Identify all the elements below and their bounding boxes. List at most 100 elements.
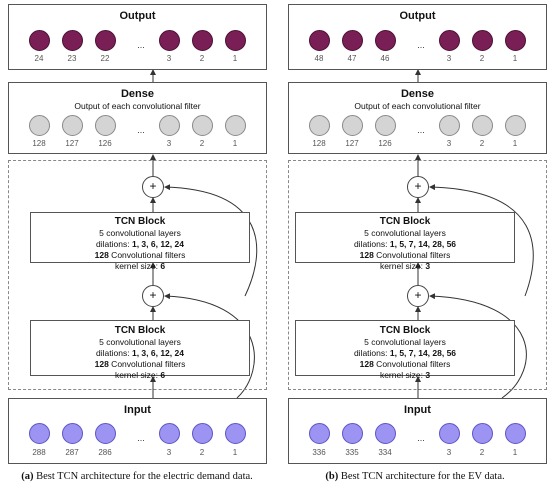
tcn-layers: 5 convolutional layers <box>364 228 446 238</box>
tcn-layers: 5 convolutional layers <box>99 228 181 238</box>
tcn-block: TCN Block 5 convolutional layers dilatio… <box>30 320 250 380</box>
tcn-filters-line: 128 Convolutional filters <box>359 250 451 260</box>
input-node <box>375 423 396 444</box>
caption-a: (a) Best TCN architecture for the electr… <box>21 471 253 482</box>
tcn-stack-outline <box>288 160 547 390</box>
add-node: + <box>142 285 164 307</box>
input-label: 1 <box>512 448 518 457</box>
dense-label: 128 <box>312 139 326 148</box>
tcn-layers: 5 convolutional layers <box>99 337 181 347</box>
tcn-dilations-line: dilations: 1, 3, 6, 12, 24 <box>96 239 184 249</box>
tcn-title: TCN Block <box>379 325 431 336</box>
input-label: 2 <box>199 448 205 457</box>
input-label: 286 <box>98 448 112 457</box>
input-node <box>472 423 493 444</box>
input-box: Input ... 288 287 286 3 2 1 <box>8 398 267 464</box>
output-label: 46 <box>380 54 390 63</box>
input-label: 334 <box>378 448 392 457</box>
connector-arrows <box>415 69 534 399</box>
tcn-filters-line: 128 Convolutional filters <box>94 359 186 369</box>
input-node <box>505 423 526 444</box>
dense-box: Dense Output of each convolutional filte… <box>288 82 547 154</box>
tcn-title: TCN Block <box>114 325 166 336</box>
output-node <box>342 30 363 51</box>
add-node: + <box>142 176 164 198</box>
tcn-dilations-line: dilations: 1, 5, 7, 14, 28, 56 <box>353 348 457 358</box>
input-label: 3 <box>446 448 452 457</box>
input-label: 287 <box>65 448 79 457</box>
ellipsis: ... <box>417 433 425 443</box>
dense-label: 1 <box>232 139 238 148</box>
dense-node <box>309 115 330 136</box>
dense-node <box>29 115 50 136</box>
panel-a-diagram: Output ... 24 23 22 3 2 1 Dense Output o… <box>5 0 270 486</box>
output-label: 48 <box>314 54 324 63</box>
dense-label: 128 <box>32 139 46 148</box>
output-box: Output ... 24 23 22 3 2 1 <box>8 4 267 70</box>
dense-title: Dense <box>400 88 435 100</box>
input-title: Input <box>124 404 151 416</box>
output-title: Output <box>119 10 156 22</box>
ellipsis: ... <box>137 433 145 443</box>
output-node <box>375 30 396 51</box>
output-node <box>505 30 526 51</box>
tcn-kernel-line: kernel size: 6 <box>114 261 166 271</box>
output-node <box>95 30 116 51</box>
output-label: 1 <box>512 54 518 63</box>
output-node <box>472 30 493 51</box>
dense-node <box>95 115 116 136</box>
output-label: 24 <box>34 54 44 63</box>
dense-node <box>472 115 493 136</box>
input-node <box>62 423 83 444</box>
output-label: 1 <box>232 54 238 63</box>
dense-node <box>192 115 213 136</box>
dense-node <box>439 115 460 136</box>
input-node <box>192 423 213 444</box>
dense-label: 2 <box>479 139 485 148</box>
output-node <box>192 30 213 51</box>
dense-label: 127 <box>345 139 359 148</box>
panel-b-diagram: Output ... 48 47 46 3 2 1 Dense Output o… <box>285 0 550 486</box>
input-node <box>342 423 363 444</box>
tcn-dilations-line: dilations: 1, 5, 7, 14, 28, 56 <box>353 239 457 249</box>
tcn-block: TCN Block 5 convolutional layers dilatio… <box>30 212 250 271</box>
output-node <box>309 30 330 51</box>
dense-node <box>342 115 363 136</box>
input-label: 1 <box>232 448 238 457</box>
dense-label: 3 <box>166 139 172 148</box>
dense-box: Dense Output of each convolutional filte… <box>8 82 267 154</box>
tcn-block: TCN Block 5 convolutional layers dilatio… <box>295 212 515 271</box>
ellipsis: ... <box>417 40 425 50</box>
tcn-filters-line: 128 Convolutional filters <box>94 250 186 260</box>
ellipsis: ... <box>417 125 425 135</box>
dense-label: 126 <box>378 139 392 148</box>
dense-label: 1 <box>512 139 518 148</box>
dense-subtitle: Output of each convolutional filter <box>354 101 481 111</box>
output-label: 3 <box>446 54 452 63</box>
input-node <box>309 423 330 444</box>
output-title: Output <box>399 10 436 22</box>
output-label: 2 <box>479 54 485 63</box>
input-label: 3 <box>166 448 172 457</box>
connector-arrows <box>150 69 258 399</box>
dense-label: 126 <box>98 139 112 148</box>
dense-label: 127 <box>65 139 79 148</box>
tcn-block: TCN Block 5 convolutional layers dilatio… <box>295 320 515 380</box>
output-node <box>225 30 246 51</box>
dense-label: 3 <box>446 139 452 148</box>
input-node <box>29 423 50 444</box>
output-node <box>62 30 83 51</box>
tcn-layers: 5 convolutional layers <box>364 337 446 347</box>
input-node <box>225 423 246 444</box>
output-box: Output ... 48 47 46 3 2 1 <box>288 4 547 70</box>
input-label: 288 <box>32 448 46 457</box>
output-node <box>29 30 50 51</box>
tcn-filters-line: 128 Convolutional filters <box>359 359 451 369</box>
input-label: 2 <box>479 448 485 457</box>
ellipsis: ... <box>137 125 145 135</box>
dense-node <box>62 115 83 136</box>
tcn-title: TCN Block <box>114 216 166 227</box>
input-node <box>95 423 116 444</box>
input-title: Input <box>404 404 431 416</box>
input-label: 335 <box>345 448 359 457</box>
